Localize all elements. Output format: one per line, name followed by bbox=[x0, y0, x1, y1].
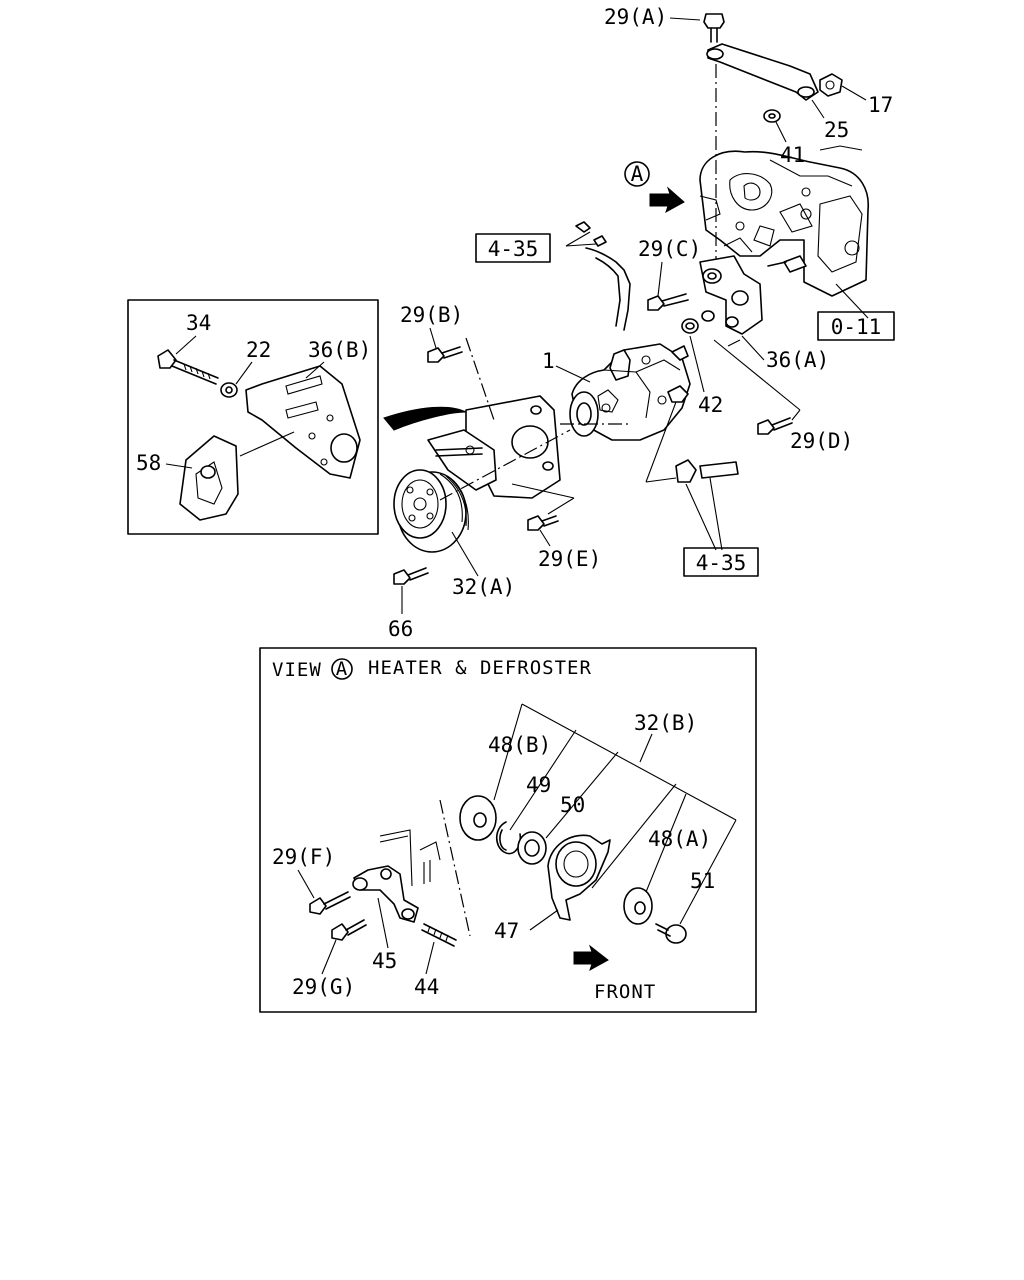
ref-4-35-bottom: 4-35 bbox=[683, 547, 759, 577]
label-50: 50 bbox=[560, 793, 585, 817]
bracket-36a bbox=[699, 255, 807, 335]
engine-block bbox=[699, 145, 869, 297]
view-box-title: HEATER & DEFROSTER bbox=[368, 657, 592, 679]
bolt-29a bbox=[703, 13, 725, 43]
label-58: 58 bbox=[136, 451, 161, 475]
inset-bracket-box bbox=[127, 299, 379, 535]
label-17: 17 bbox=[868, 93, 893, 117]
bolt-29e bbox=[527, 515, 559, 531]
label-66: 66 bbox=[388, 617, 413, 641]
ref-0-11: 0-11 bbox=[817, 311, 895, 341]
label-47: 47 bbox=[494, 919, 519, 943]
label-29c: 29(C) bbox=[638, 237, 701, 261]
label-29g: 29(G) bbox=[292, 975, 355, 999]
label-32a: 32(A) bbox=[452, 575, 515, 599]
label-29d: 29(D) bbox=[790, 429, 853, 453]
washer-22 bbox=[220, 382, 238, 398]
washer-48b bbox=[459, 795, 497, 841]
view-box-prefix: VIEW bbox=[272, 659, 322, 681]
label-36b: 36(B) bbox=[308, 338, 371, 362]
washer-41 bbox=[763, 109, 781, 123]
bolt-29c bbox=[647, 293, 689, 311]
bracket-36b bbox=[245, 365, 361, 479]
label-36a: 36(A) bbox=[766, 348, 829, 372]
idler-47 bbox=[547, 834, 611, 921]
label-49: 49 bbox=[526, 773, 551, 797]
bolt-51 bbox=[655, 923, 687, 944]
nut-17 bbox=[819, 73, 843, 97]
label-32b: 32(B) bbox=[634, 711, 697, 735]
view-box-marker: A bbox=[336, 658, 348, 680]
label-48b: 48(B) bbox=[488, 733, 551, 757]
bolt-34 bbox=[157, 349, 219, 385]
view-a-arrow bbox=[649, 186, 685, 214]
bolt-29b bbox=[427, 346, 463, 363]
label-29f: 29(F) bbox=[272, 845, 335, 869]
front-label: FRONT bbox=[594, 981, 656, 1003]
power-steering-pump bbox=[569, 343, 691, 441]
ref-4-35-top-text: 4-35 bbox=[488, 237, 539, 261]
label-42: 42 bbox=[698, 393, 723, 417]
label-51: 51 bbox=[690, 869, 715, 893]
spacer-42 bbox=[681, 310, 715, 334]
bolt-66 bbox=[393, 567, 429, 585]
label-34: 34 bbox=[186, 311, 211, 335]
bolt-29f bbox=[309, 891, 351, 915]
bearing-50 bbox=[517, 831, 547, 865]
pulley-32a bbox=[393, 469, 469, 553]
bracket-45 bbox=[352, 865, 419, 923]
label-44: 44 bbox=[414, 975, 439, 999]
hose-connector-top bbox=[565, 221, 631, 331]
ref-0-11-text: 0-11 bbox=[831, 315, 882, 339]
view-a-box: VIEW A HEATER & DEFROSTER bbox=[259, 647, 757, 1013]
mount-plate bbox=[379, 829, 441, 887]
snap-ring-49 bbox=[495, 821, 522, 855]
bracket-58 bbox=[179, 435, 239, 521]
label-41: 41 bbox=[780, 143, 805, 167]
label-29b: 29(B) bbox=[400, 303, 463, 327]
washer-48a bbox=[623, 887, 653, 925]
label-48a: 48(A) bbox=[648, 827, 711, 851]
hose-connector-bottom bbox=[645, 401, 739, 551]
view-a-letter: A bbox=[631, 162, 644, 186]
view-a-marker: A bbox=[624, 161, 650, 187]
label-22: 22 bbox=[246, 338, 271, 362]
pump-bracket bbox=[427, 395, 561, 499]
front-arrow bbox=[573, 944, 609, 972]
label-45: 45 bbox=[372, 949, 397, 973]
label-29a: 29(A) bbox=[604, 5, 667, 29]
label-1: 1 bbox=[542, 349, 555, 373]
upper-bracket bbox=[706, 43, 819, 101]
bolt-29g bbox=[331, 919, 367, 941]
stud-44 bbox=[421, 923, 457, 947]
ref-4-35-top: 4-35 bbox=[475, 233, 551, 263]
bolt-29d bbox=[757, 417, 793, 435]
label-25: 25 bbox=[824, 118, 849, 142]
label-29e: 29(E) bbox=[538, 547, 601, 571]
ref-4-35-bottom-text: 4-35 bbox=[696, 551, 747, 575]
